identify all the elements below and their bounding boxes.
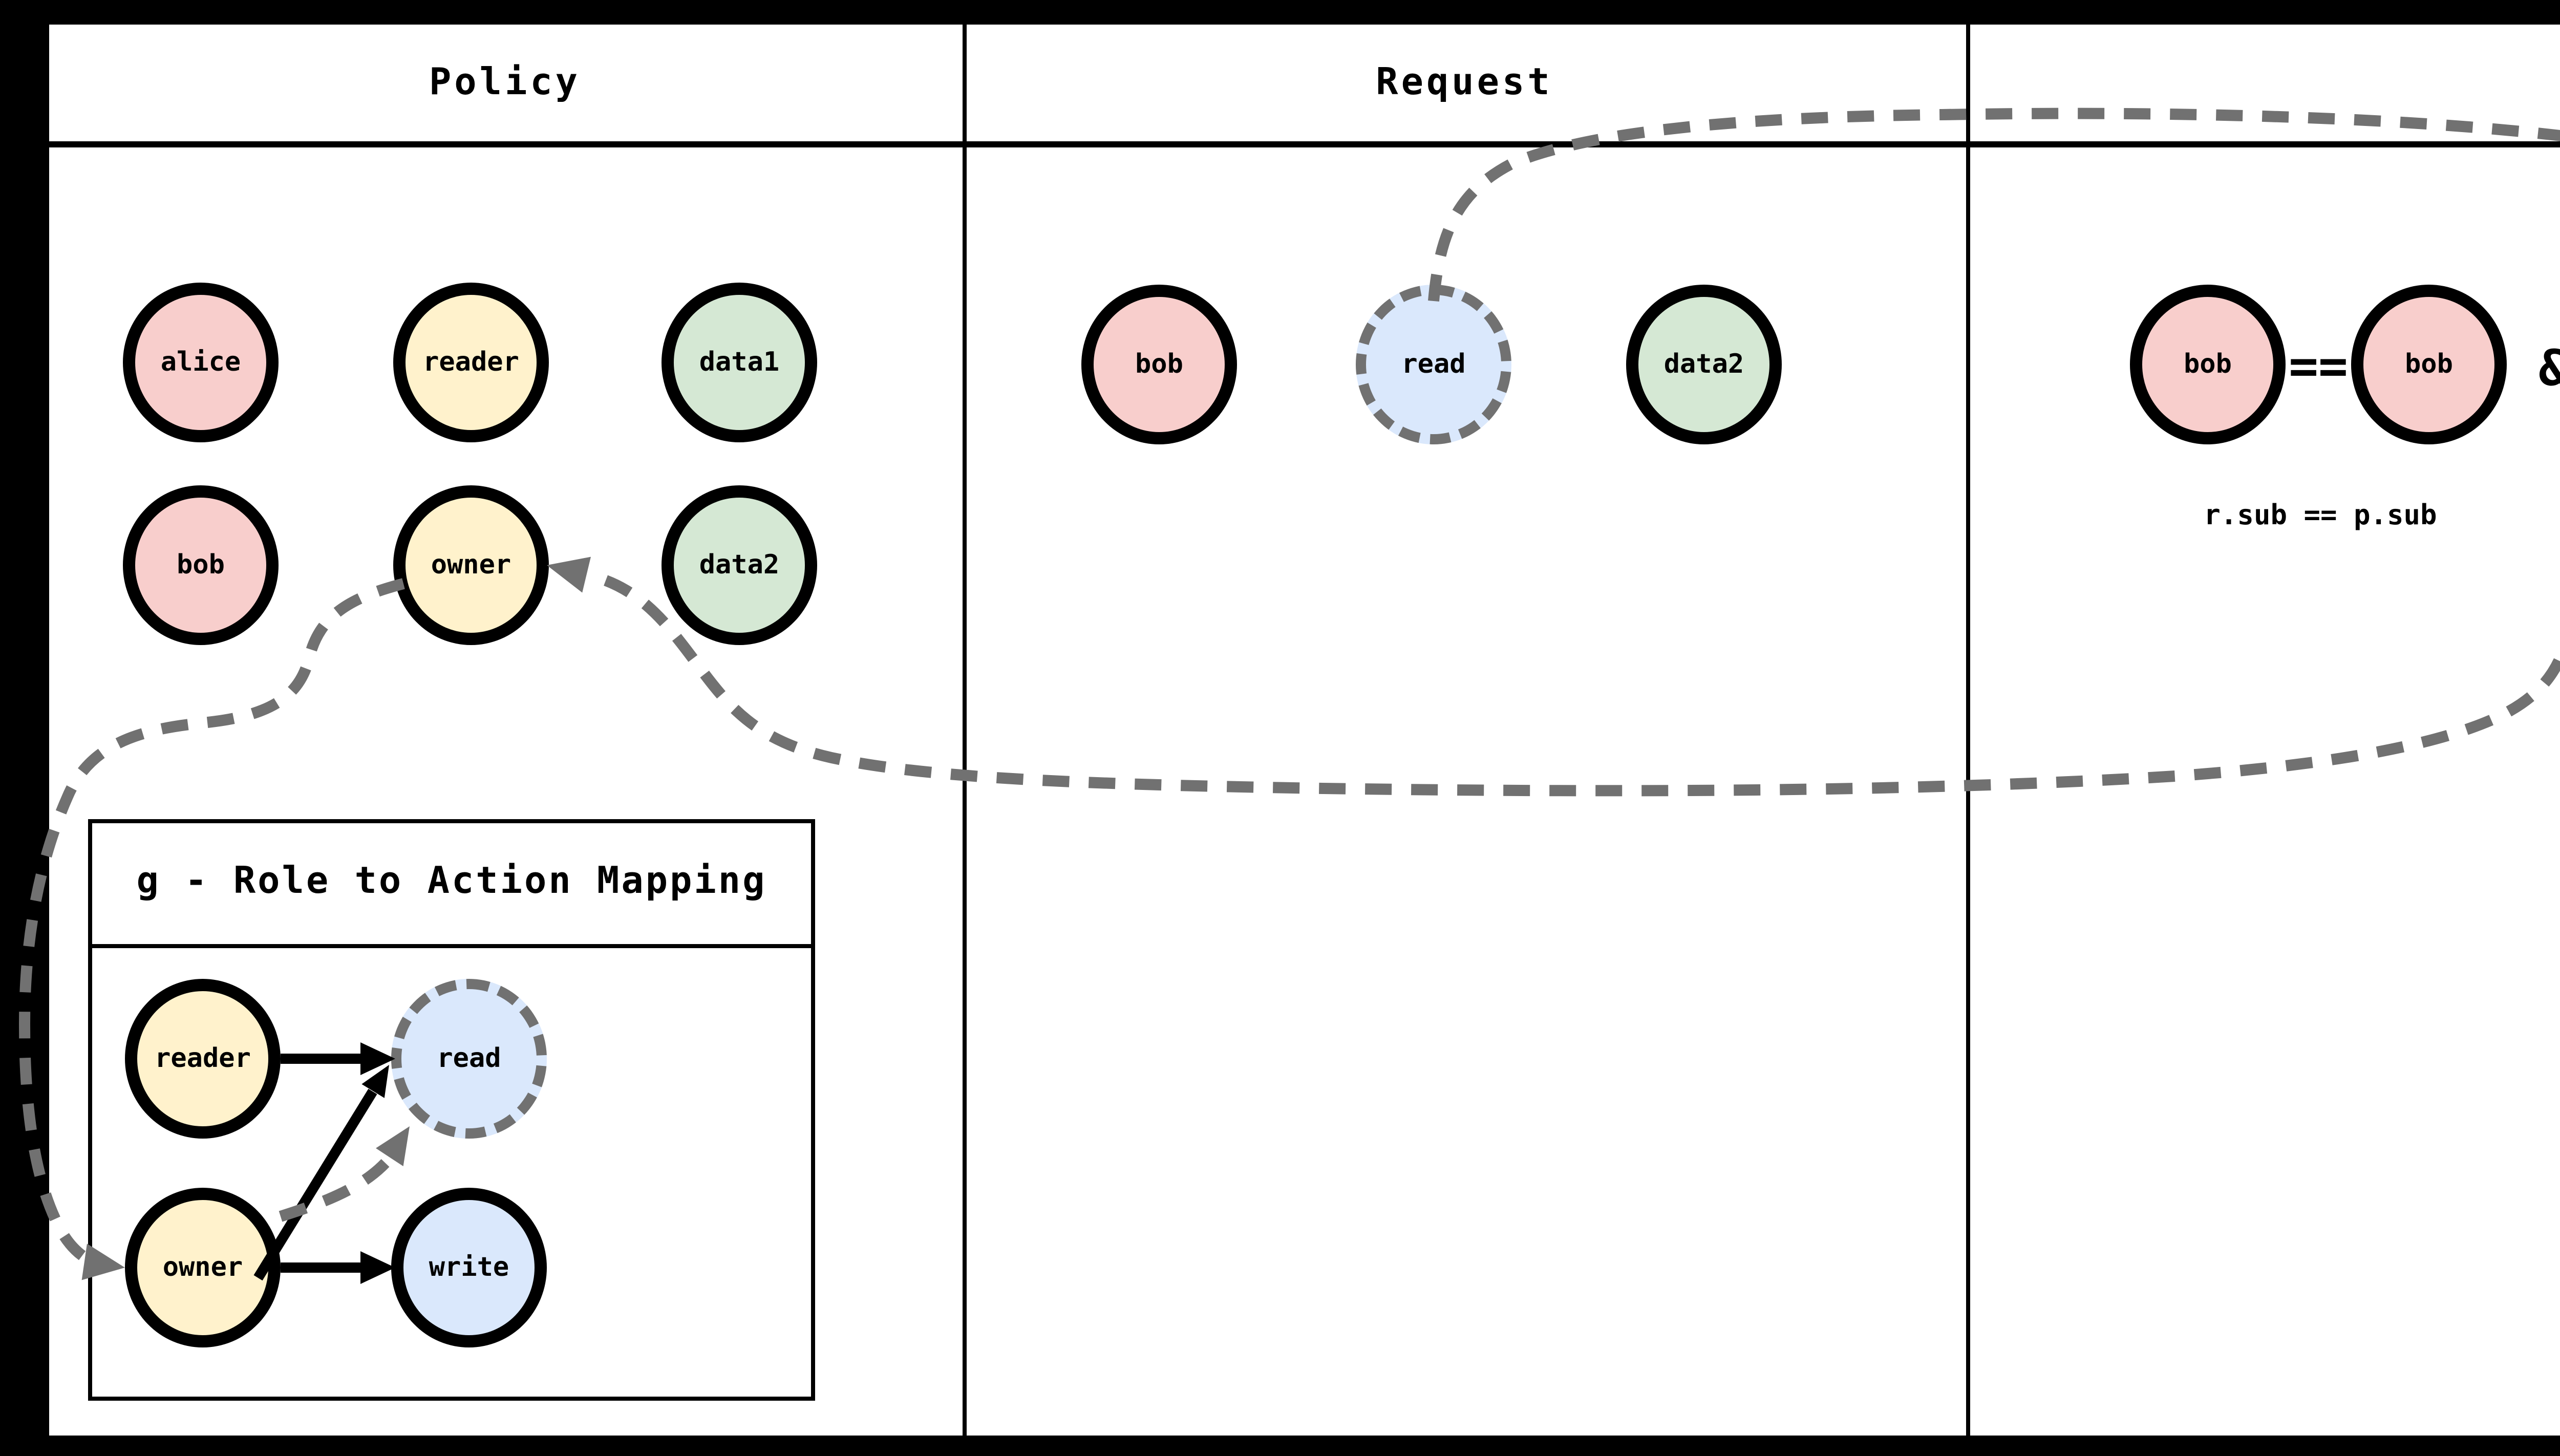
policy-node-bob: bob [123, 485, 279, 645]
node-label: bob [1135, 349, 1183, 380]
request-node-bob: bob [1081, 285, 1237, 444]
node-label: write [429, 1252, 509, 1283]
node-label: bob [2405, 349, 2453, 380]
policy-node-data1: data1 [662, 283, 817, 442]
request-node-read: read [1356, 285, 1511, 444]
policy-node-data2: data2 [662, 485, 817, 645]
request-node-data2: data2 [1626, 285, 1782, 444]
policy-node-reader: reader [393, 283, 549, 442]
policy-node-alice: alice [123, 283, 279, 442]
g-node-write: write [391, 1188, 547, 1347]
matching-title: Matching [1966, 23, 2560, 141]
g-node-reader: reader [125, 979, 281, 1139]
g-node-owner: owner [125, 1188, 281, 1347]
matching-eq-sub: == [2289, 338, 2348, 395]
node-label: owner [431, 550, 511, 581]
g-mapping-title: g - Role to Action Mapping [136, 860, 767, 903]
node-label: read [437, 1043, 501, 1074]
node-label: alice [160, 347, 241, 378]
node-label: data2 [1663, 349, 1744, 380]
node-label: reader [423, 347, 519, 378]
node-label: bob [2184, 349, 2232, 380]
divider-request-matching [1966, 23, 1970, 1438]
g-node-read: read [391, 979, 547, 1139]
header-divider [47, 141, 2560, 147]
matching-node-r-sub: bob [2130, 285, 2286, 444]
node-label: read [1401, 349, 1466, 380]
node-label: reader [155, 1043, 251, 1074]
node-label: owner [162, 1252, 243, 1283]
policy-node-owner: owner [393, 485, 549, 645]
request-title: Request [1376, 60, 1553, 103]
policy-title: Policy [429, 60, 581, 103]
matching-and1: && [2538, 340, 2560, 397]
divider-policy-request [963, 23, 967, 1438]
node-label: data2 [699, 550, 780, 581]
matching-node-p-sub: bob [2351, 285, 2507, 444]
node-label: data1 [699, 347, 780, 378]
node-label: bob [177, 550, 225, 581]
g-mapping-divider [88, 944, 815, 948]
matching-caption-sub: r.sub == p.sub [2204, 500, 2437, 532]
